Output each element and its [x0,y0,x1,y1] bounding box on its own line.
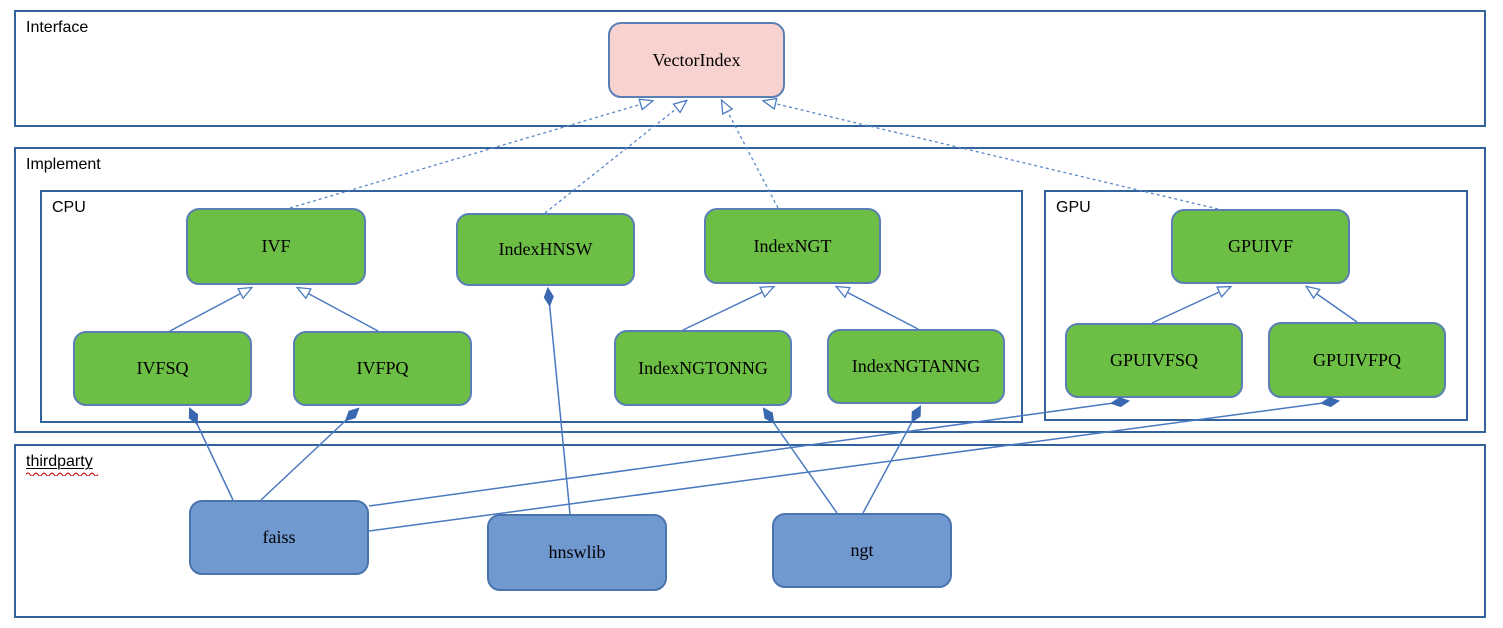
node-gpuivfpq[interactable]: GPUIVFPQ [1268,322,1446,398]
spellcheck-squiggle-icon [26,472,99,476]
node-ivfpq[interactable]: IVFPQ [293,331,472,406]
container-label-interface: Interface [26,19,89,36]
node-hnswlib[interactable]: hnswlib [487,514,667,591]
node-indexngtonng[interactable]: IndexNGTONNG [614,330,792,406]
node-indexhnsw[interactable]: IndexHNSW [456,213,635,286]
node-label-ngt: ngt [850,540,874,560]
node-label-indexhnsw: IndexHNSW [498,239,593,259]
node-label-gpuivf: GPUIVF [1227,236,1293,256]
node-ivfsq[interactable]: IVFSQ [73,331,252,406]
node-gpuivfsq[interactable]: GPUIVFSQ [1065,323,1243,398]
container-label-cpu: CPU [52,199,86,216]
node-label-ivfsq: IVFSQ [136,358,189,378]
node-label-vectorindex: VectorIndex [652,49,741,70]
node-indexngtanng[interactable]: IndexNGTANNG [827,329,1005,404]
node-label-indexngtanng: IndexNGTANNG [851,356,981,376]
node-label-ivfpq: IVFPQ [356,358,409,378]
node-label-indexngt: IndexNGT [753,235,832,256]
container-label-implement: Implement [26,156,101,173]
node-label-hnswlib: hnswlib [548,542,606,562]
node-label-gpuivfpq: GPUIVFPQ [1312,349,1402,370]
node-faiss[interactable]: faiss [189,500,369,575]
node-label-indexngtonng: IndexNGTONNG [638,357,768,378]
node-label-ivf: IVF [261,236,291,256]
node-ivf[interactable]: IVF [186,208,366,285]
container-label-gpu: GPU [1056,199,1091,216]
thirdparty-label-text: thirdparty [26,453,93,470]
container-label-thirdparty: thirdparty [26,453,100,476]
node-vectorindex[interactable]: VectorIndex [608,22,785,98]
node-label-faiss: faiss [262,527,296,547]
node-label-gpuivfsq: GPUIVFSQ [1109,350,1199,370]
node-ngt[interactable]: ngt [772,513,952,588]
node-indexngt[interactable]: IndexNGT [704,208,881,284]
node-gpuivf[interactable]: GPUIVF [1171,209,1350,284]
